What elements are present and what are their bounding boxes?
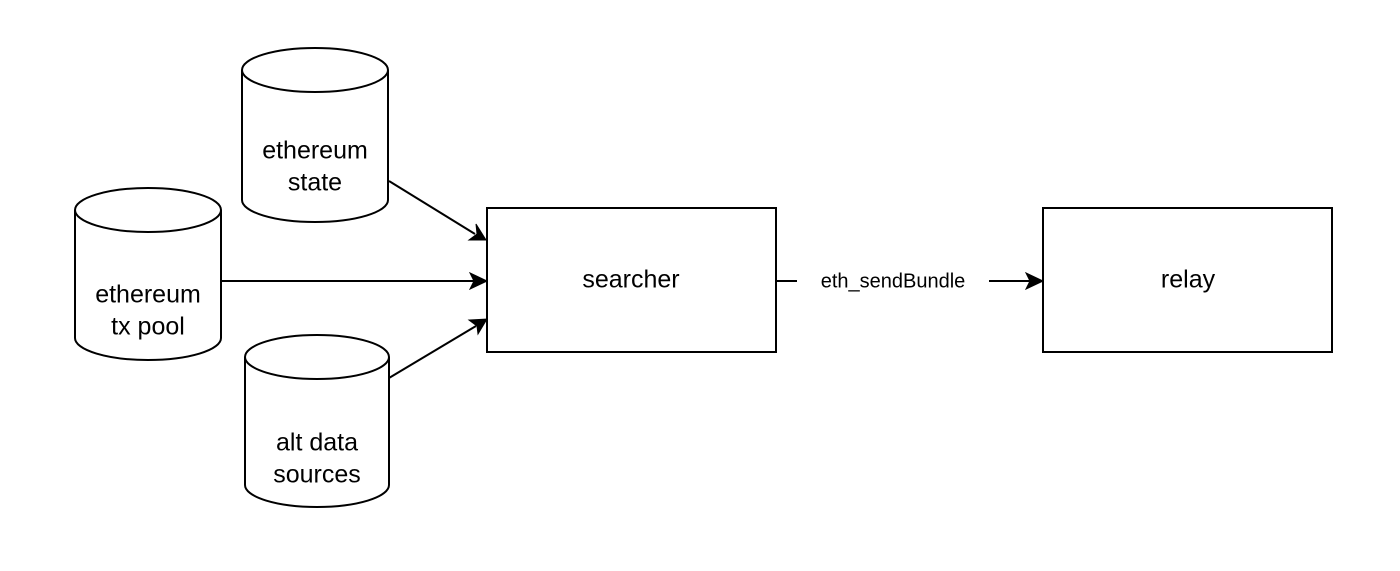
ethereum-state-cylinder-rim [241, 69, 389, 93]
edge-line [388, 325, 477, 379]
edge-ethereum-state-to-searcher [388, 180, 487, 241]
edge-label-background [797, 268, 989, 294]
ethereum-state-label-line2: state [288, 169, 342, 197]
edge-searcher-to-relay: eth_sendBundle [776, 268, 1045, 294]
alt-data-sources-cylinder-rim [244, 356, 390, 380]
searcher-node[interactable]: searcher [486, 207, 777, 353]
ethereum-tx-pool-label-line1: ethereum [95, 281, 201, 309]
edge-tx-pool-to-searcher [221, 271, 489, 291]
ethereum-tx-pool-cylinder-body [74, 187, 222, 361]
arrowhead-icon [467, 223, 487, 241]
arrowhead-icon [468, 271, 489, 291]
alt-data-sources-label-line2: sources [273, 461, 361, 489]
edge-line [388, 180, 476, 235]
ethereum-tx-pool-cylinder[interactable]: ethereum tx pool [74, 187, 222, 361]
ethereum-state-cylinder-body [241, 47, 389, 223]
ethereum-tx-pool-cylinder-rim [74, 209, 222, 233]
searcher-label: searcher [582, 266, 679, 294]
ethereum-state-cylinder[interactable]: ethereum state [241, 47, 389, 223]
searcher-box [486, 207, 777, 353]
arrowhead-icon [467, 318, 488, 336]
alt-data-sources-label-line1: alt data [276, 429, 358, 457]
relay-box [1042, 207, 1333, 353]
relay-node[interactable]: relay [1042, 207, 1333, 353]
arrowhead-icon [1024, 271, 1045, 291]
relay-label: relay [1161, 266, 1216, 294]
ethereum-tx-pool-label-line2: tx pool [111, 313, 185, 341]
alt-data-sources-cylinder[interactable]: alt data sources [244, 334, 390, 508]
edge-alt-data-to-searcher [388, 318, 488, 379]
alt-data-sources-cylinder-body [244, 334, 390, 508]
eth-sendbundle-label: eth_sendBundle [821, 270, 966, 292]
ethereum-state-label-line1: ethereum [262, 137, 368, 165]
